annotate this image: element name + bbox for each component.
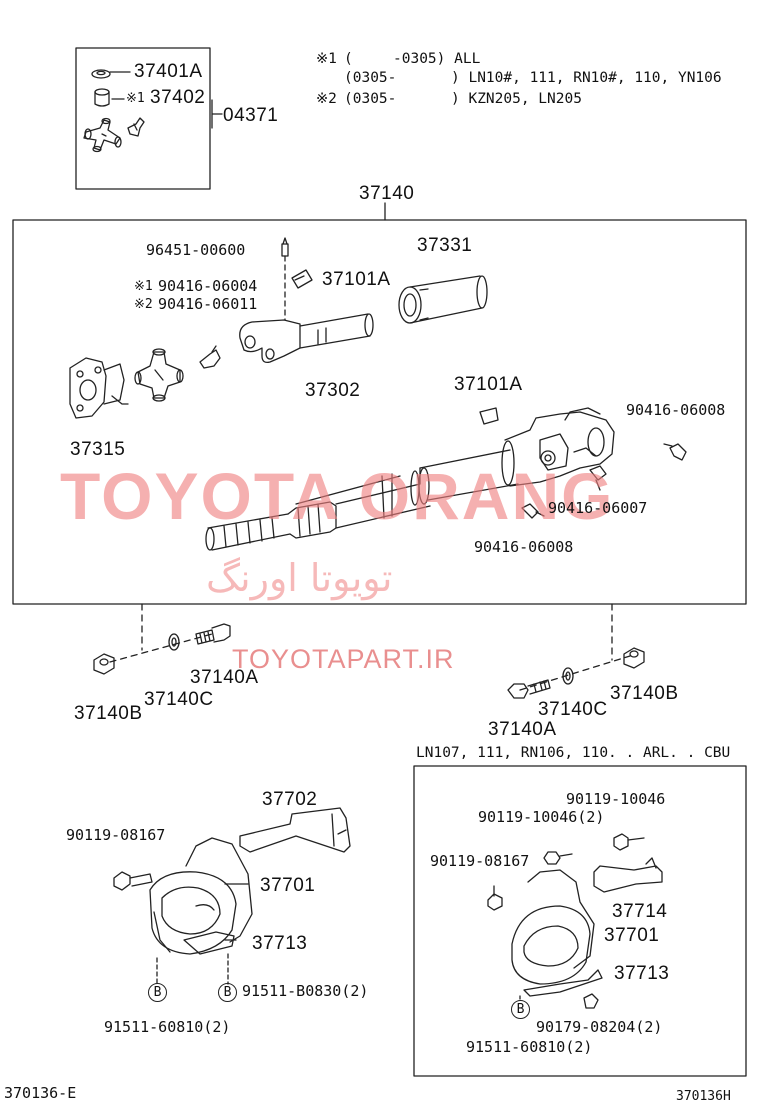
part-label-37701-left[interactable]: 37701 <box>260 875 316 896</box>
balance-weight-icon <box>291 269 313 289</box>
part-label-37101A-lower[interactable]: 37101A <box>454 374 523 395</box>
part-label-90119-10046-2[interactable]: 90119-10046(2) <box>478 808 605 826</box>
part-label-37140B-left[interactable]: 37140B <box>74 703 143 724</box>
b-circle-mark-1: B <box>148 983 167 1002</box>
watermark-latin: TOYOTA ORANG <box>60 459 615 533</box>
note1-mark: ※1 <box>316 51 337 67</box>
assembly-box <box>12 219 747 605</box>
part-label-37713-right[interactable]: 37713 <box>614 963 670 984</box>
flange-yoke-icon <box>69 357 129 419</box>
dust-boot-icon <box>398 275 488 324</box>
propeller-shaft-icon <box>205 407 615 551</box>
part-label-37713-left[interactable]: 37713 <box>252 933 308 954</box>
grease-fitting-icon <box>281 237 289 321</box>
center-bearing-bracket-icon <box>113 807 351 985</box>
universal-joint-icon <box>134 348 184 402</box>
grease-fitting-icon <box>589 465 607 491</box>
b-circle-mark-3: B <box>511 1000 530 1019</box>
part-label-37401A[interactable]: 37401A <box>134 61 203 82</box>
part-label-90416-06008-right[interactable]: 90416-06008 <box>626 401 726 419</box>
shaft-mark2: ※2 <box>134 297 153 312</box>
kit-mark1: ※1 <box>126 91 145 106</box>
note1-models: ) LN10#, 111, RN10#, 110, YN106 <box>451 70 722 86</box>
sleeve-yoke-icon <box>239 313 374 364</box>
center-bearing-bracket-icon <box>487 833 663 1009</box>
note2-mark: ※2 <box>316 91 337 107</box>
part-label-91511-60810-left[interactable]: 91511-60810(2) <box>104 1018 231 1036</box>
part-label-37714[interactable]: 37714 <box>612 901 668 922</box>
watermark-farsi: تویوتا اورنگ <box>206 556 393 600</box>
part-label-90416-06004[interactable]: 90416-06004 <box>158 277 258 295</box>
bearing-cup-icon <box>94 88 125 107</box>
washer-icon <box>168 633 180 651</box>
watermark-site: TOYOTAPART.IR <box>232 644 455 674</box>
part-label-04371[interactable]: 04371 <box>223 105 279 126</box>
part-label-37702[interactable]: 37702 <box>262 789 318 810</box>
part-label-91511-60810-right[interactable]: 91511-60810(2) <box>466 1038 593 1056</box>
part-label-90416-06007[interactable]: 90416-06007 <box>548 499 648 517</box>
note2-models: ) KZN205, LN205 <box>451 91 582 107</box>
grease-fitting-icon <box>663 443 687 461</box>
balance-weight-icon <box>479 407 499 425</box>
cbu-box-title: LN107, 111, RN106, 110. . ARL. . CBU <box>416 745 731 761</box>
washer-icon <box>562 667 574 685</box>
note2-range: (0305- <box>344 91 397 107</box>
b-circle-mark-2: B <box>218 983 237 1002</box>
nut-icon <box>93 653 115 675</box>
universal-joint-icon <box>83 117 122 153</box>
leader-dashed <box>519 655 631 691</box>
note1-open: ( <box>344 51 353 67</box>
part-label-90119-08167-right[interactable]: 90119-08167 <box>430 852 530 870</box>
nut-icon <box>623 647 645 669</box>
part-label-90416-06008-bottom[interactable]: 90416-06008 <box>474 538 574 556</box>
part-label-37140C-left[interactable]: 37140C <box>144 689 214 710</box>
part-label-96451-00600[interactable]: 96451-00600 <box>146 241 246 259</box>
cbu-box <box>413 765 747 1077</box>
part-label-90416-06011[interactable]: 90416-06011 <box>158 295 258 313</box>
part-label-37315[interactable]: 37315 <box>70 439 126 460</box>
part-label-37331[interactable]: 37331 <box>417 235 473 256</box>
washer-icon <box>91 69 131 79</box>
shaft-mark1: ※1 <box>134 279 153 294</box>
part-label-91511-B0830[interactable]: 91511-B0830(2) <box>242 982 369 1000</box>
part-label-37101A-upper[interactable]: 37101A <box>322 269 391 290</box>
part-label-37140A-left[interactable]: 37140A <box>190 667 259 688</box>
leader-dashed <box>109 633 213 663</box>
footer-right-code: 370136H <box>676 1089 731 1104</box>
note1-sub-range: (0305- <box>344 70 397 86</box>
part-label-90179-08204[interactable]: 90179-08204(2) <box>536 1018 663 1036</box>
footer-left-code: 370136-E <box>4 1084 77 1102</box>
grease-fitting-icon <box>127 117 145 137</box>
grease-fitting-icon <box>521 503 545 519</box>
leader-line <box>224 829 347 941</box>
kit-box <box>75 47 211 190</box>
note1-range: -0305) ALL <box>393 51 481 67</box>
part-label-37402[interactable]: 37402 <box>150 87 206 108</box>
grease-fitting-icon <box>199 345 221 369</box>
bolt-icon <box>507 679 551 699</box>
kit-bracket-line <box>211 99 223 129</box>
part-label-90119-08167-left[interactable]: 90119-08167 <box>66 826 166 844</box>
part-label-37140A-right[interactable]: 37140A <box>488 719 557 740</box>
part-label-90119-10046[interactable]: 90119-10046 <box>566 790 666 808</box>
bolt-icon <box>195 623 231 645</box>
part-label-37701-right[interactable]: 37701 <box>604 925 660 946</box>
part-label-37140C-right[interactable]: 37140C <box>538 699 608 720</box>
part-label-37140B-right[interactable]: 37140B <box>610 683 679 704</box>
part-label-37302[interactable]: 37302 <box>305 380 361 401</box>
part-label-37140[interactable]: 37140 <box>359 183 415 204</box>
